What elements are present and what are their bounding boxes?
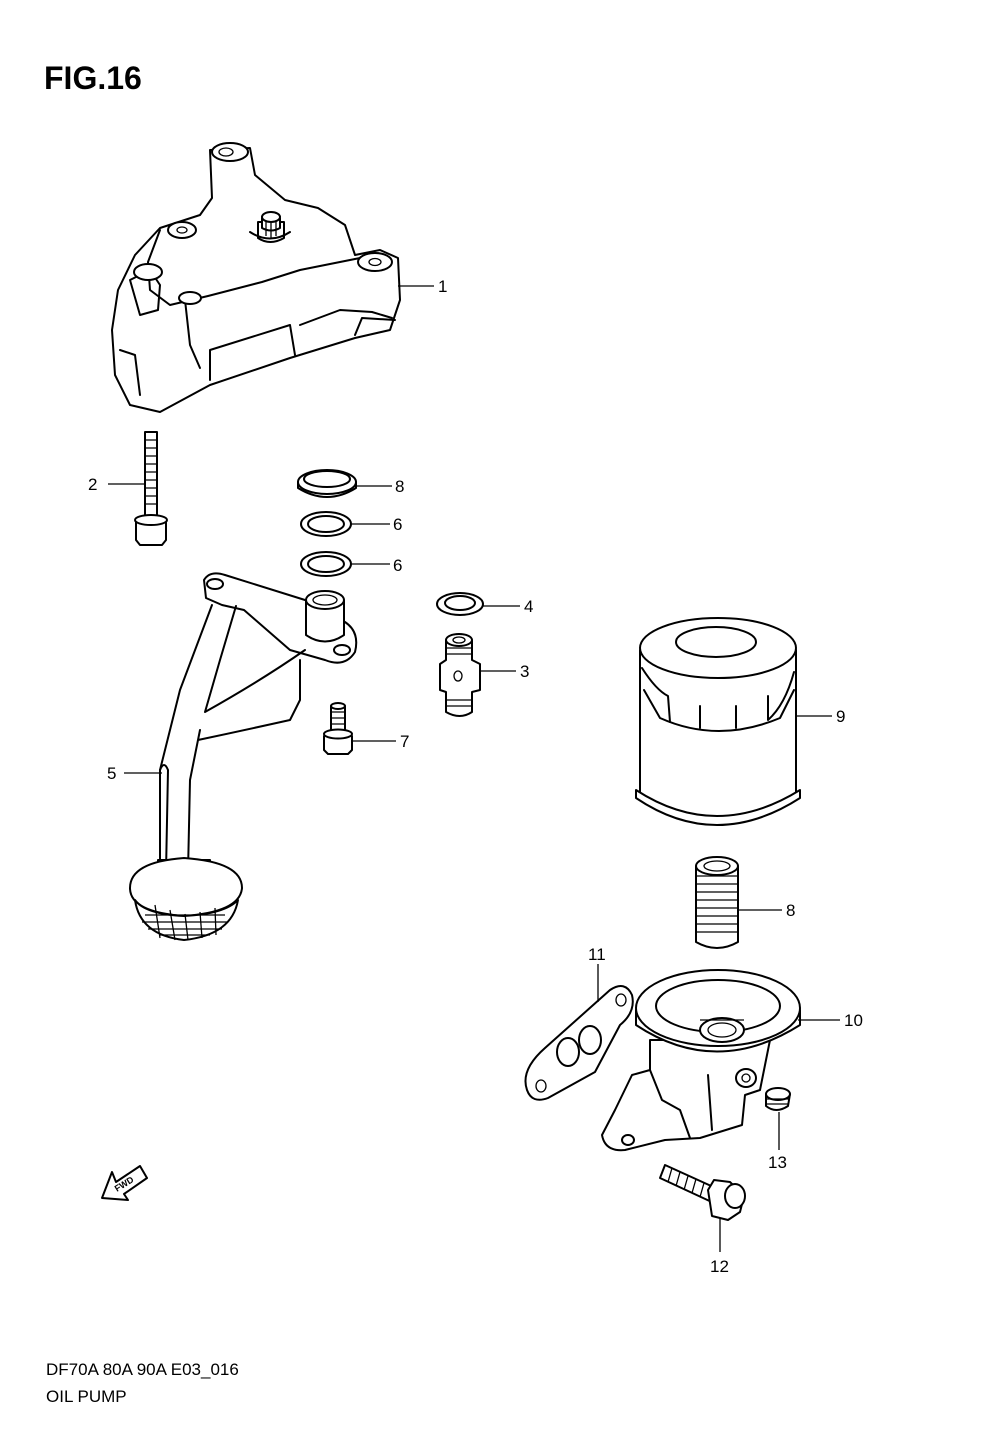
callout-9: 8 — [786, 901, 795, 920]
callout-13: 12 — [710, 1257, 729, 1276]
o-ring-8 — [297, 469, 357, 498]
gasket — [524, 985, 634, 1101]
flange-bolt — [659, 1164, 746, 1221]
callout-5: 5 — [107, 764, 116, 783]
callout-8: 8 — [395, 477, 404, 496]
washer-4 — [436, 592, 484, 616]
filter-housing — [601, 969, 801, 1152]
small-bolt — [323, 702, 353, 755]
diagram-name: OIL PUMP — [46, 1387, 127, 1406]
callout-4: 4 — [524, 597, 533, 616]
callout-11: 10 — [844, 1011, 863, 1030]
callout-10: 9 — [836, 707, 845, 726]
callout-14: 13 — [768, 1153, 787, 1172]
oil-strainer-pipe — [129, 572, 358, 941]
callout-6-upper: 6 — [393, 515, 402, 534]
figure-title: FIG.16 — [44, 60, 142, 96]
callout-3: 3 — [520, 662, 529, 681]
callout-7: 7 — [400, 732, 409, 751]
long-bolt — [134, 431, 168, 546]
callout-6-lower: 6 — [393, 556, 402, 575]
seal-ring-6-lower — [300, 551, 352, 577]
diagram-code: DF70A 80A 90A E03_016 — [46, 1360, 239, 1379]
callout-2: 2 — [88, 475, 97, 494]
oil-pump-body — [111, 142, 401, 413]
threaded-stud — [695, 856, 739, 949]
plug — [765, 1087, 791, 1111]
oil-filter — [635, 617, 801, 826]
callout-1: 1 — [438, 277, 447, 296]
seal-ring-6-upper — [300, 511, 352, 537]
callout-12: 11 — [588, 945, 606, 964]
fwd-arrow-icon: FWD — [101, 1165, 148, 1201]
connector-fitting — [439, 633, 481, 717]
